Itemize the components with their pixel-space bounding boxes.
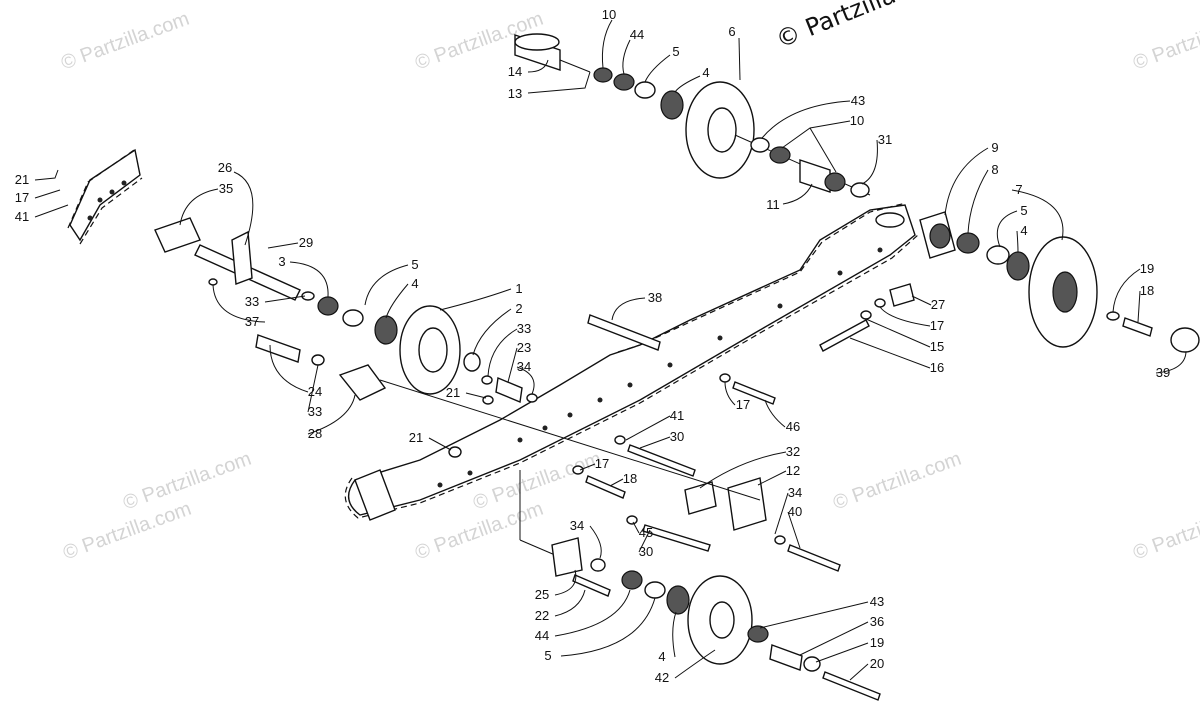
part-callouts: 1413104456443103111987541918392717151638… xyxy=(15,7,1170,685)
part-number-label: 12 xyxy=(786,463,800,478)
part-number-label: 33 xyxy=(308,404,322,419)
part-number-label: 34 xyxy=(570,518,584,533)
part-number-label: 36 xyxy=(870,614,884,629)
lower-idler-assembly xyxy=(551,537,881,701)
part-number-label: 9 xyxy=(991,140,998,155)
part-number-label: 29 xyxy=(299,235,313,250)
main-slide-rail xyxy=(344,202,919,521)
part-number-label: 40 xyxy=(788,504,802,519)
part-number-label: 16 xyxy=(930,360,944,375)
part-number-label: 1 xyxy=(515,281,522,296)
part-number-label: 10 xyxy=(602,7,616,22)
part-number-label: 17 xyxy=(15,190,29,205)
part-number-label: 18 xyxy=(1140,283,1154,298)
part-number-label: 44 xyxy=(630,27,644,42)
part-number-label: 33 xyxy=(517,321,531,336)
part-number-label: 34 xyxy=(788,485,802,500)
part-number-label: 25 xyxy=(535,587,549,602)
part-number-label: 17 xyxy=(595,456,609,471)
front-idler-assembly xyxy=(154,217,538,458)
part-number-label: 6 xyxy=(728,24,735,39)
part-number-label: 46 xyxy=(786,419,800,434)
upper-idler-assembly xyxy=(514,33,871,198)
part-number-label: 21 xyxy=(15,172,29,187)
part-number-label: 30 xyxy=(639,544,653,559)
part-number-label: 21 xyxy=(409,430,423,445)
rear-rail-section xyxy=(67,147,143,245)
part-number-label: 42 xyxy=(655,670,669,685)
part-number-label: 5 xyxy=(544,648,551,663)
part-number-label: 31 xyxy=(878,132,892,147)
part-number-label: 34 xyxy=(517,359,531,374)
part-number-label: 32 xyxy=(786,444,800,459)
part-number-label: 18 xyxy=(623,471,637,486)
part-number-label: 5 xyxy=(1020,203,1027,218)
part-number-label: 22 xyxy=(535,608,549,623)
part-number-label: 4 xyxy=(1020,223,1027,238)
part-number-label: 33 xyxy=(245,294,259,309)
part-number-label: 27 xyxy=(931,297,945,312)
part-number-label: 39 xyxy=(1156,365,1170,380)
part-number-label: 44 xyxy=(535,628,549,643)
part-number-label: 23 xyxy=(517,340,531,355)
part-number-label: 19 xyxy=(1140,261,1154,276)
part-number-label: 41 xyxy=(15,209,29,224)
part-number-label: 19 xyxy=(870,635,884,650)
part-number-label: 8 xyxy=(991,162,998,177)
part-number-label: 21 xyxy=(446,385,460,400)
part-number-label: 43 xyxy=(851,93,865,108)
part-number-label: 35 xyxy=(219,181,233,196)
part-number-label: 11 xyxy=(766,197,780,212)
part-number-label: 3 xyxy=(278,254,285,269)
part-number-label: 24 xyxy=(308,384,322,399)
part-number-label: 10 xyxy=(850,113,864,128)
part-number-label: 26 xyxy=(218,160,232,175)
part-number-label: 13 xyxy=(508,86,522,101)
part-number-label: 14 xyxy=(508,64,522,79)
part-number-label: 17 xyxy=(736,397,750,412)
part-number-label: 37 xyxy=(245,314,259,329)
part-number-label: 38 xyxy=(648,290,662,305)
part-number-label: 17 xyxy=(930,318,944,333)
part-number-label: 5 xyxy=(411,257,418,272)
part-number-label: 2 xyxy=(515,301,522,316)
part-number-label: 4 xyxy=(658,649,665,664)
part-number-label: 4 xyxy=(411,276,418,291)
part-number-label: 45 xyxy=(639,525,653,540)
part-number-label: 28 xyxy=(308,426,322,441)
rear-wheel-assembly xyxy=(919,211,1200,353)
part-number-label: 30 xyxy=(670,429,684,444)
leader-lines xyxy=(34,19,1187,681)
part-number-label: 43 xyxy=(870,594,884,609)
part-number-label: 5 xyxy=(672,44,679,59)
part-number-label: 7 xyxy=(1015,182,1022,197)
center-hardware xyxy=(379,283,915,572)
part-number-label: 20 xyxy=(870,656,884,671)
part-number-label: 4 xyxy=(702,65,709,80)
part-number-label: 15 xyxy=(930,339,944,354)
part-number-label: 41 xyxy=(670,408,684,423)
